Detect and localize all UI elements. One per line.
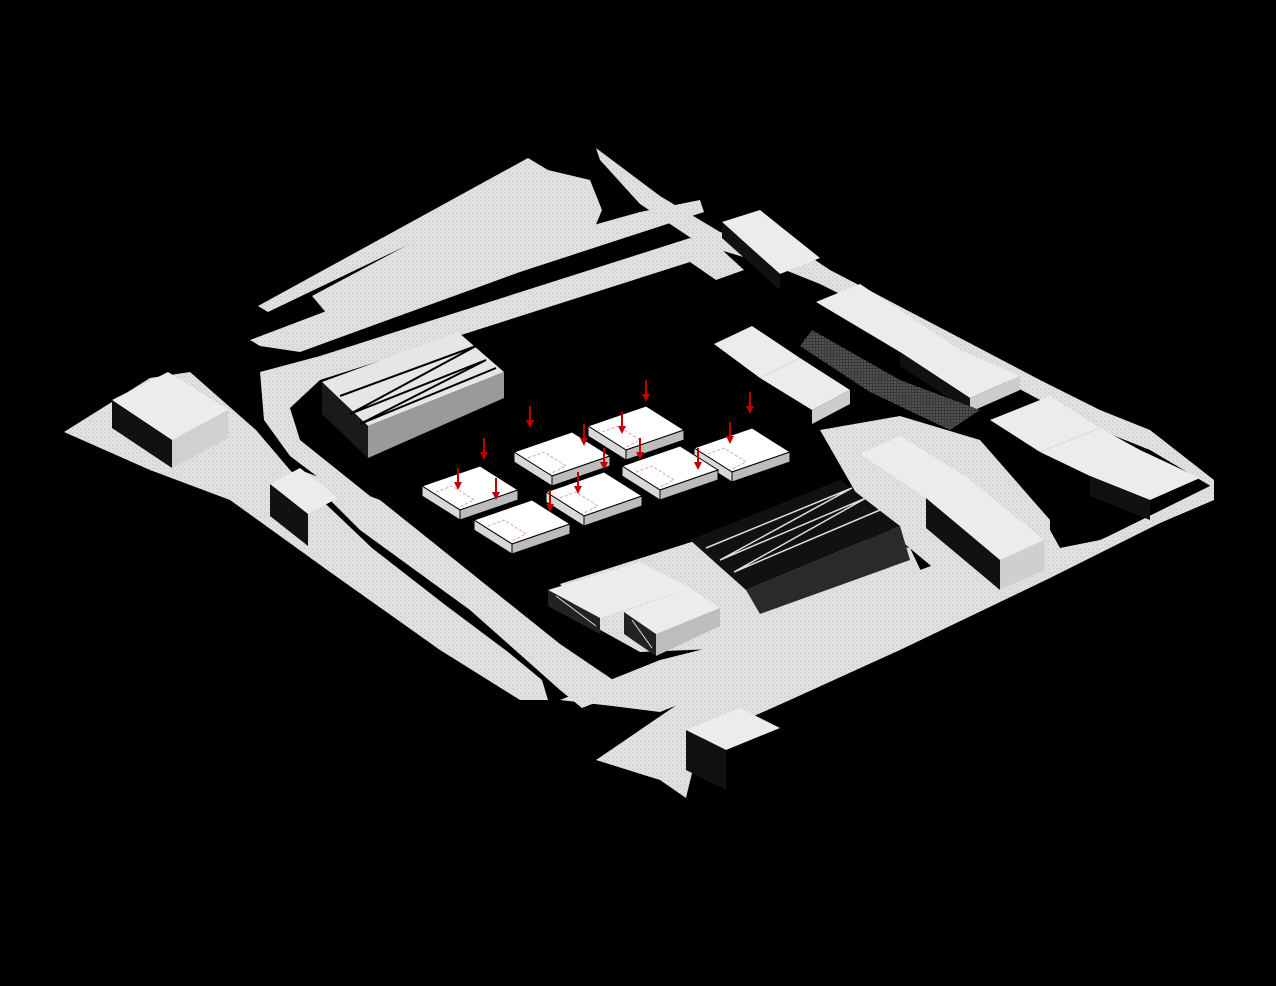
down-arrow-icon [574,472,582,494]
new-volume [692,427,792,483]
down-arrow-icon [480,438,488,460]
building-west-2 [270,468,338,546]
building-east-block [860,436,1044,590]
northwest-road [250,200,704,352]
context-buildings [112,210,1200,790]
north-triangle-lot [312,170,602,322]
building-west-1 [112,372,228,468]
north-road-strip [258,158,548,312]
building-northeast-1 [722,210,820,290]
down-arrow-icon [694,448,702,470]
down-arrow-icon [546,490,554,512]
building-southeast-corner [686,708,780,790]
down-arrow-icon [642,380,650,402]
ring-road [260,238,744,648]
new-volume [620,445,720,501]
down-arrow-icon [600,448,608,470]
building-northeast-2 [816,284,1020,412]
down-arrow-icon [618,412,626,434]
down-arrow-icon [580,424,588,446]
new-volume [512,431,612,487]
dark-stipple-plot-east [800,330,980,430]
new-volumes [420,380,792,555]
down-arrow-icon [492,478,500,500]
l-shaped-glazed-building [548,562,720,656]
new-volume [472,499,572,555]
down-arrow-icon [454,468,462,490]
down-arrow-icon [726,422,734,444]
new-volume [420,465,520,521]
sawtooth-hall-north [322,332,504,458]
down-arrow-icon [526,406,534,428]
building-east-cluster [990,396,1200,520]
southwest-strip [300,470,628,708]
down-arrow-icon [746,392,754,414]
down-arrow-icon [636,438,644,460]
building-center-east [714,326,850,424]
new-volume [544,471,644,527]
sawtooth-hall-south [690,480,910,614]
